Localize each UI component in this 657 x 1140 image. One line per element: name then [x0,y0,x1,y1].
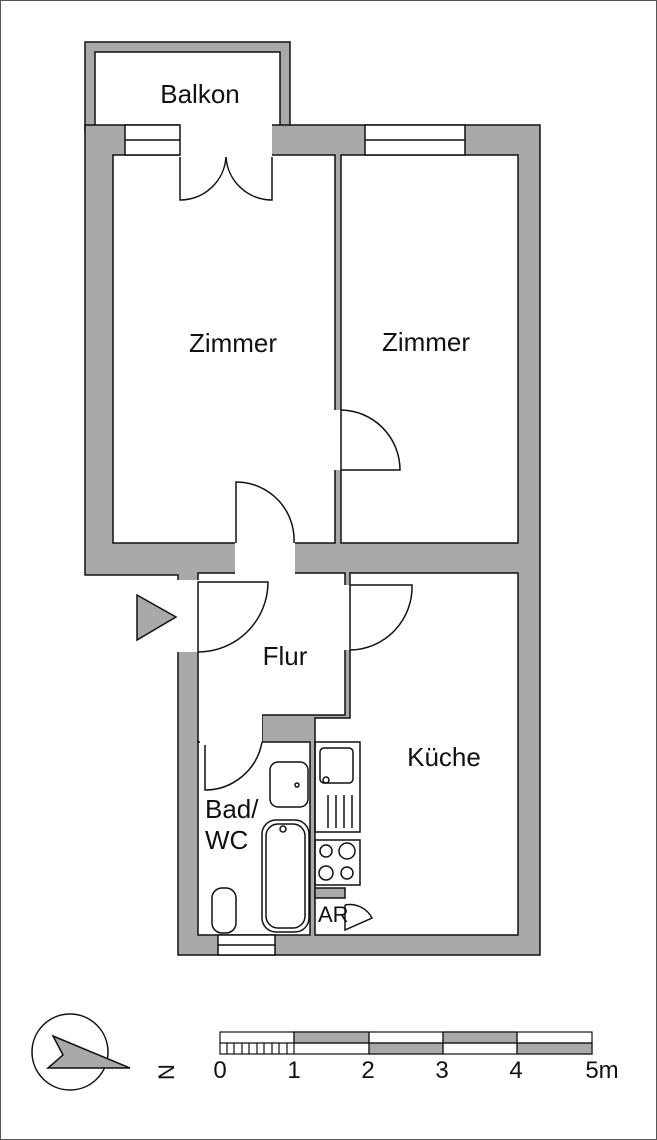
scale-tick: 4 [509,1057,522,1084]
room-kueche [314,572,519,936]
stove [314,839,361,886]
toilet [211,887,237,934]
door-openings [176,124,352,744]
label-ar: AR [318,902,349,927]
scale-labels: 0 1 2 3 4 5m [213,1057,618,1084]
washbasin [269,761,309,808]
label-flur: Flur [263,641,308,671]
scale-bar [219,1031,593,1055]
label-zimmer-1: Zimmer [189,328,277,358]
label-zimmer-2: Zimmer [382,327,470,357]
label-balkon: Balkon [160,79,240,109]
compass-icon [31,1013,131,1091]
scale-tick: 1 [287,1057,300,1084]
room-zimmer-2 [340,154,519,544]
sink [314,741,361,833]
bathtub [261,819,310,933]
room-zimmer-1 [112,154,336,544]
compass-north-label: N [154,1064,179,1080]
door-swings [179,156,413,932]
fixtures [211,741,361,934]
ar-wall [314,887,346,899]
windows [124,124,466,956]
entrance-arrow-icon [136,593,178,642]
label-kueche: Küche [407,742,481,772]
scale-tick: 2 [361,1057,374,1084]
scale-tick: 3 [435,1057,448,1084]
scale-tick: 0 [213,1057,226,1084]
label-bad: Bad/ [205,794,259,824]
label-wc: WC [205,825,248,855]
balcony [84,41,291,133]
scale-tick: 5m [585,1057,618,1084]
